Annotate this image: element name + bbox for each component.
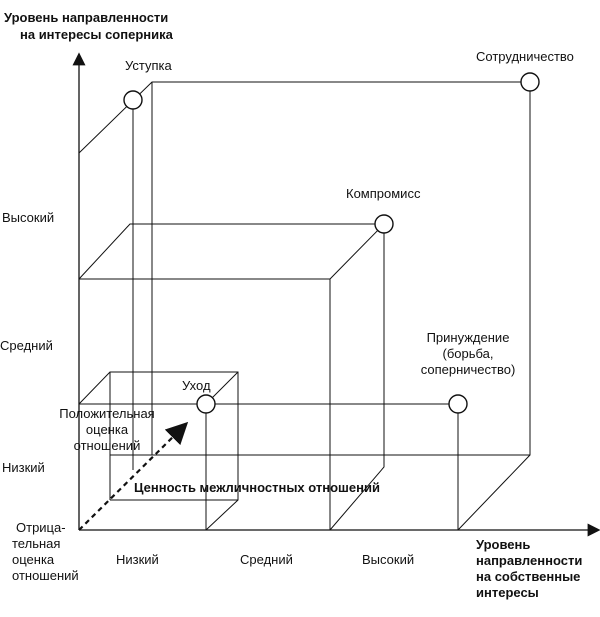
prinuzhdenie-line1: Принуждение: [426, 330, 510, 345]
prinuzhdenie-line3: соперничество): [420, 362, 516, 377]
ukhod-label: Уход: [182, 378, 211, 393]
prinuzhdenie-label: Принуждение (борьба, соперничество): [408, 330, 528, 378]
positive-line1: Положительная: [59, 406, 155, 421]
x-axis-title-line1: Уровень: [476, 537, 531, 552]
positive-line3: отношений: [73, 438, 141, 453]
y-level-high: Высокий: [2, 210, 55, 225]
negative-relations-label: Отрица- тельная оценка отношений: [12, 520, 102, 584]
negative-line1: Отрица-: [16, 520, 66, 535]
x-axis-title-line2: направленности: [476, 553, 583, 568]
sotrudnichestvo-point: [520, 72, 540, 92]
x-axis-title-line3: на собственные: [476, 569, 581, 584]
kompromiss-point: [374, 214, 394, 234]
relationship-axis-arrow: [78, 421, 189, 531]
x-level-high: Высокий: [362, 552, 415, 567]
ustupka-label: Уступка: [125, 58, 172, 73]
negative-line3: оценка: [12, 552, 55, 567]
relationship-axis-title: Ценность межличностных отношений: [134, 480, 380, 495]
ustupka-point: [123, 90, 143, 110]
small-cube: [78, 371, 239, 531]
y-level-low: Низкий: [2, 460, 45, 475]
positive-line2: оценка: [85, 422, 129, 437]
positive-relations-label: Положительная оценка отношений: [42, 406, 172, 454]
y-level-medium: Средний: [0, 338, 53, 353]
negative-line4: отношений: [12, 568, 79, 583]
prinuzhdenie-point: [448, 394, 468, 414]
outer-cube: [78, 81, 531, 531]
ukhod-point: [196, 394, 216, 414]
y-axis-title-line2: на интересы соперника: [20, 27, 173, 42]
sotrudnichestvo-label: Сотрудничество: [476, 49, 574, 64]
kompromiss-label: Компромисс: [346, 186, 421, 201]
x-level-low: Низкий: [116, 552, 159, 567]
negative-line2: тельная: [12, 536, 61, 551]
prinuzhdenie-line2: (борьба,: [442, 346, 494, 361]
x-level-medium: Средний: [240, 552, 293, 567]
y-axis-title-line1: Уровень направленности: [4, 10, 169, 25]
x-axis-title-line4: интересы: [476, 585, 539, 600]
